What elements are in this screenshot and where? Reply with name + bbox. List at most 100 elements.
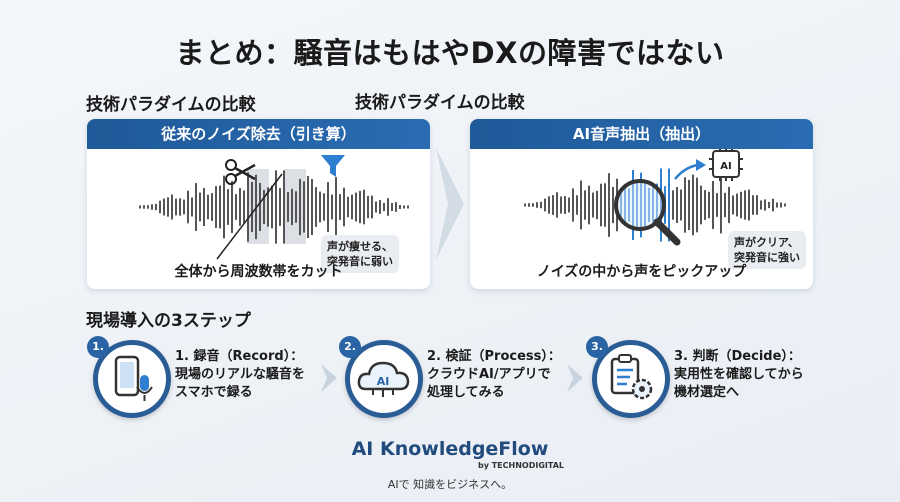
traditional-note-line2: 突発音に弱い: [327, 255, 393, 268]
wave-bar: [740, 191, 742, 219]
wave-bar: [383, 202, 385, 212]
wave-bar: [528, 203, 530, 207]
wave-bar: [596, 190, 598, 220]
wave-bar: [311, 178, 313, 236]
steps-label: 現場導入の3ステップ: [86, 311, 251, 331]
ai-chip-label: AI: [720, 161, 731, 172]
wave-bar: [227, 189, 229, 225]
brand-name: AI KnowledgeFlow: [351, 438, 549, 460]
wave-bar: [243, 190, 245, 224]
wave-bar: [215, 186, 217, 228]
wave-bar: [712, 181, 714, 229]
wave-bar: [760, 200, 762, 210]
wave-bar: [672, 190, 674, 220]
ai-waveform-illustration: AI: [524, 149, 786, 246]
wave-bar: [716, 193, 718, 217]
wave-bar: [283, 170, 285, 244]
wave-bar: [323, 193, 325, 221]
wave-bar: [287, 192, 289, 222]
traditional-caption: 全体から周波数帯をカット: [174, 264, 343, 280]
wave-bar: [155, 203, 157, 211]
wave-bar: [612, 186, 614, 224]
compare-label-left: 技術パラダイムの比較: [86, 95, 256, 115]
wave-bar: [275, 170, 277, 244]
wave-bar: [552, 195, 554, 215]
ai-chip-icon: AI: [709, 149, 743, 181]
wave-bar: [183, 199, 185, 215]
step-3-title: 3. 判断（Decide）：: [674, 349, 801, 364]
wave-bar: [676, 187, 678, 223]
wave-bar: [371, 195, 373, 219]
wave-bar: [343, 187, 345, 227]
wave-bar: [584, 190, 586, 220]
wave-bar: [179, 198, 181, 216]
wave-bar: [139, 205, 141, 209]
wave-bar: [203, 187, 205, 227]
wave-bar: [720, 176, 722, 234]
compare-label-right: 技術パラダイムの比較: [355, 93, 525, 113]
wave-bar: [736, 193, 738, 217]
wave-bar: [219, 185, 221, 229]
wave-bar: [532, 203, 534, 207]
wave-bar: [704, 190, 706, 220]
wave-bar: [367, 195, 369, 219]
wave-bar: [363, 189, 365, 225]
step-1-text: 1. 録音（Record）： 現場のリアルな騒音を スマホで録る: [175, 348, 305, 402]
wave-bar: [315, 187, 317, 227]
cloud-ai-icon: AI: [357, 361, 410, 397]
ai-note-line1: 声がクリア、: [734, 236, 799, 249]
wave-bar: [748, 189, 750, 221]
step-2-number: 2.: [339, 336, 361, 358]
scissors-icon: [225, 159, 256, 185]
wave-bar: [556, 192, 558, 218]
wave-bar: [251, 181, 253, 233]
brand-tagline: AIで 知識をビジネスへ。: [387, 478, 513, 491]
step-3-line1: 実用性を確認してから: [674, 367, 804, 382]
step-3-line2: 機材選定へ: [674, 385, 740, 400]
wave-bar: [151, 204, 153, 210]
wave-bar: [728, 186, 730, 224]
wave-bar: [407, 205, 409, 209]
wave-bar: [548, 196, 550, 214]
step-1-line1: 現場のリアルな騒音を: [175, 367, 305, 382]
wave-bar: [267, 187, 269, 227]
wave-bar: [223, 175, 225, 239]
wave-bar: [560, 196, 562, 214]
wave-bar: [764, 199, 766, 211]
wave-bar: [588, 185, 590, 225]
wave-bar: [331, 194, 333, 220]
wave-bar: [263, 189, 265, 225]
traditional-noise-removal-panel: 従来のノイズ除去（引き算） 声が痩せる、 突発音に弱い 全体から周波数帯をカット: [87, 119, 430, 289]
arrow-icon: [674, 163, 699, 180]
ai-voice-extraction-panel: AI音声抽出（抽出） AI 声がクリア、 突発音に強い ノイズの中から声をピック…: [470, 119, 813, 289]
wave-bar: [299, 178, 301, 236]
wave-bar: [536, 202, 538, 208]
wave-bar: [391, 203, 393, 211]
ai-panel-header: AI音声抽出（抽出）: [470, 119, 813, 149]
wave-bar: [572, 188, 574, 222]
step-arrow-1-icon: [321, 364, 337, 392]
step-3-circle: [592, 340, 670, 418]
wave-bar: [351, 194, 353, 220]
step-2-title: 2. 検証（Process）：: [427, 349, 561, 364]
wave-bar: [239, 188, 241, 226]
wave-bar: [403, 205, 405, 209]
brand-by-line: by TECHNODIGITAL: [478, 461, 564, 470]
wave-bar: [199, 192, 201, 222]
wave-bar: [175, 198, 177, 216]
wave-bar: [327, 182, 329, 232]
wave-bar: [387, 198, 389, 216]
wave-bar: [247, 172, 249, 242]
wave-bar: [187, 190, 189, 224]
wave-bar: [195, 183, 197, 231]
step-3-number: 3.: [586, 336, 608, 358]
wave-bar: [231, 181, 233, 233]
wave-bar: [604, 183, 606, 227]
wave-bar: [524, 203, 526, 207]
wave-bar: [772, 198, 774, 212]
arrow-head-icon: [696, 159, 706, 171]
clipboard-gear-icon: [610, 354, 653, 400]
wave-bar: [540, 201, 542, 209]
wave-bar: [339, 194, 341, 220]
wave-bar: [732, 195, 734, 215]
